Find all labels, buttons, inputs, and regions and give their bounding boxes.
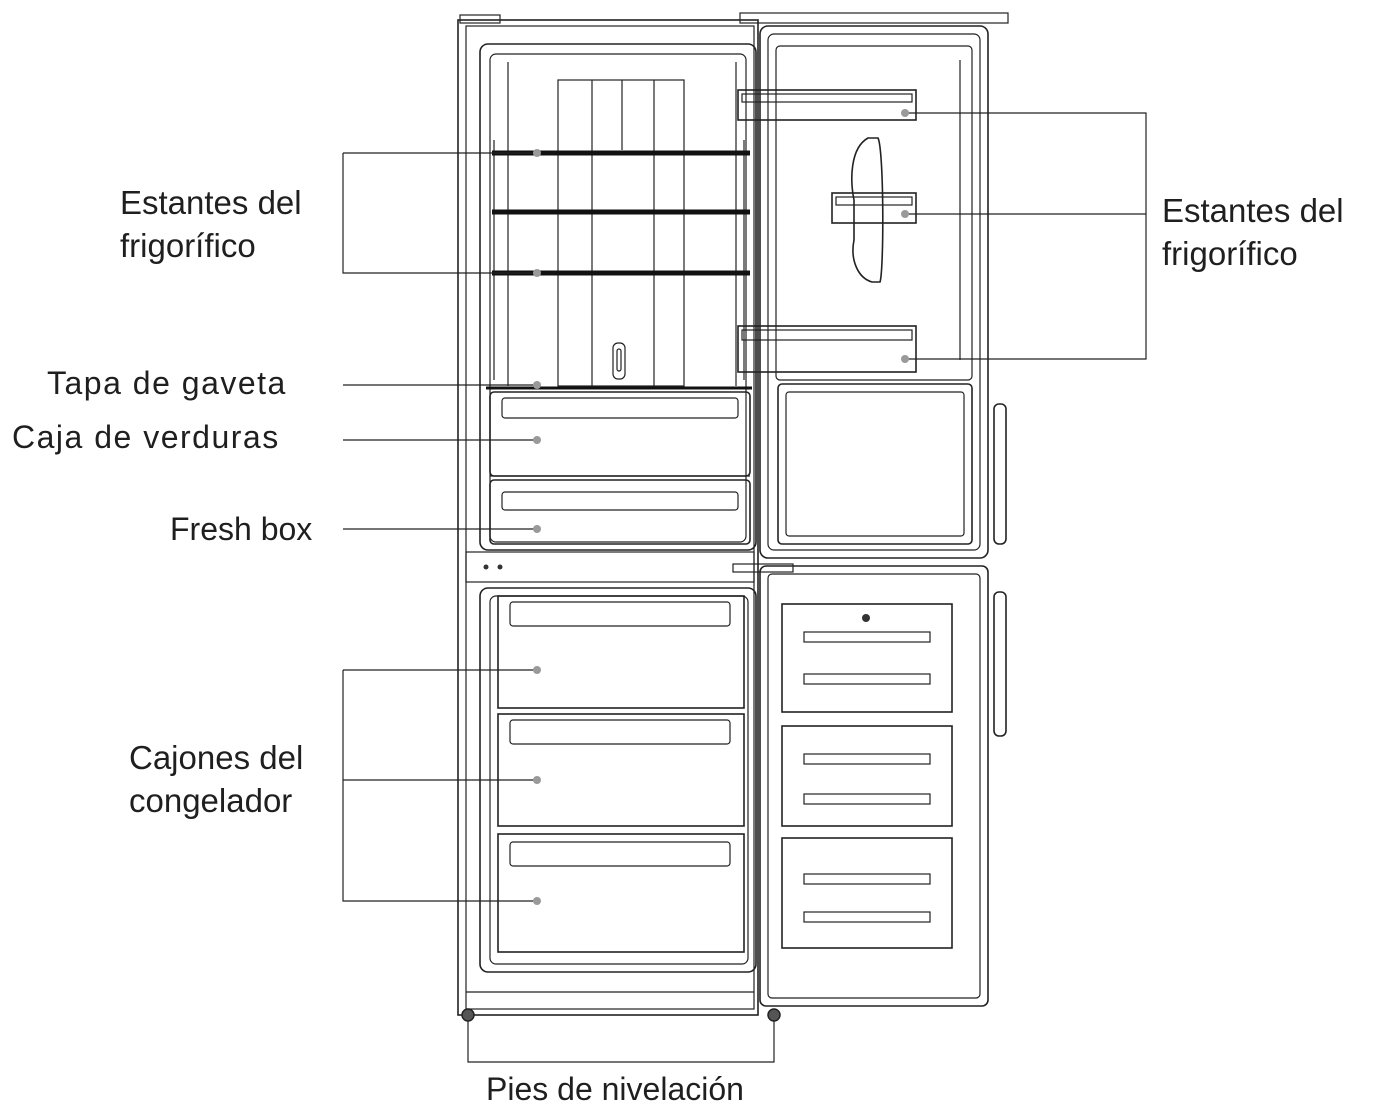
label-drawer-lid: Tapa de gaveta — [47, 365, 287, 401]
callout-leveling-feet — [467, 1021, 775, 1063]
fridge-door-handle — [993, 403, 1007, 545]
fresh-box-shape — [489, 479, 751, 545]
label-vegetable-box: Caja de verduras — [12, 419, 280, 455]
label-freezer-drawers-line1: Cajones del — [129, 739, 303, 776]
label-leveling-feet: Pies de nivelación — [486, 1071, 744, 1107]
callout-fresh-box — [343, 525, 541, 533]
label-fridge-shelves-left-line1: Estantes del — [120, 184, 302, 221]
callout-fridge-shelves-right — [901, 109, 1147, 363]
bottle-holder-shape — [851, 137, 884, 283]
callout-fridge-shelves-left — [342, 149, 541, 277]
freezer-drawer-3-shape — [497, 833, 745, 953]
vegetable-box-shape — [489, 391, 751, 477]
refrigerator-cabinet — [457, 12, 1009, 1022]
label-fridge-shelves-left-line2: frigorífico — [120, 227, 256, 264]
leveling-foot-right — [767, 1008, 781, 1022]
leveling-foot-left — [461, 1008, 475, 1022]
label-fridge-shelves-right-line2: frigorífico — [1162, 235, 1298, 272]
freezer-door-handle — [993, 591, 1007, 737]
freezer-door-panel-3 — [781, 837, 953, 949]
callout-freezer-drawers — [342, 666, 541, 905]
label-fresh-box: Fresh box — [170, 511, 312, 547]
label-freezer-drawers-line2: congelador — [129, 782, 292, 819]
callout-drawer-lid — [343, 381, 541, 389]
door-bin-1-shape — [737, 89, 917, 121]
fridge-door — [737, 25, 1007, 559]
callout-vegetable-box — [343, 436, 541, 444]
door-bin-3-shape — [737, 325, 917, 373]
freezer-drawer-1-shape — [497, 595, 745, 709]
door-bin-2-shape — [831, 192, 917, 224]
freezer-drawer-2-shape — [497, 713, 745, 827]
freezer-door — [759, 565, 1007, 1007]
freezer-door-panel-2 — [781, 725, 953, 827]
label-fridge-shelves-right-line1: Estantes del — [1162, 192, 1344, 229]
freezer-door-panel-1 — [781, 603, 953, 713]
